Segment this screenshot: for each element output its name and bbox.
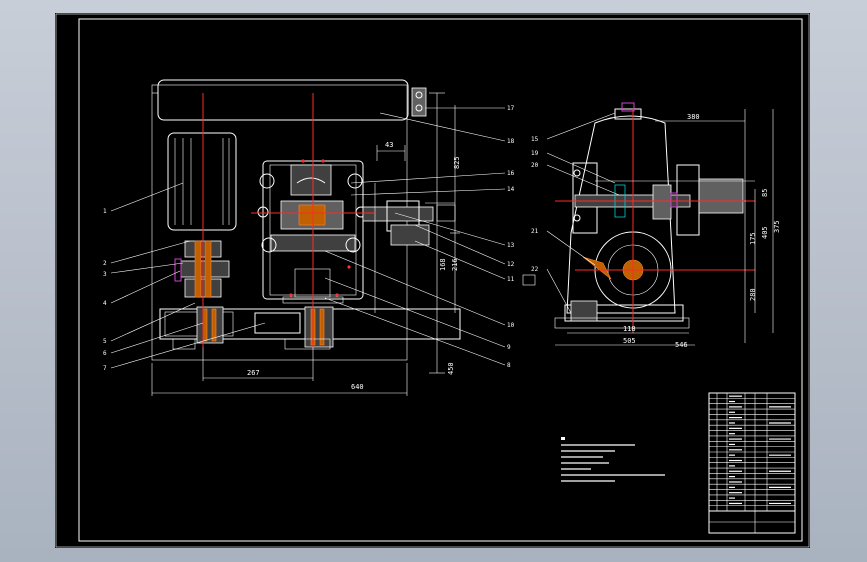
dim-267: 267 <box>247 369 260 377</box>
callout-6: 6 <box>103 350 107 357</box>
dim-450: 450 <box>447 362 455 375</box>
callout-18: 18 <box>507 138 515 145</box>
callout-7: 7 <box>103 365 107 372</box>
dim-280: 280 <box>749 288 757 301</box>
dim-546: 546 <box>675 341 688 349</box>
pulley-left <box>196 306 224 344</box>
callout-5: 5 <box>103 338 107 345</box>
side-housing <box>566 115 676 314</box>
callout-1: 1 <box>103 208 107 215</box>
motor-body <box>167 132 237 231</box>
front-view <box>151 79 461 396</box>
pulley-right <box>304 306 334 348</box>
dim-216: 216 <box>451 258 459 271</box>
leaders-left <box>110 182 266 369</box>
dim-43: 43 <box>385 141 393 149</box>
callout-10: 10 <box>507 322 515 329</box>
dim-640: 640 <box>351 383 364 391</box>
dim-375: 375 <box>773 220 781 233</box>
leaders-side <box>522 112 620 314</box>
parts-list-rows <box>709 395 795 506</box>
callout-19: 19 <box>531 150 539 157</box>
callout-16: 16 <box>507 170 515 177</box>
callout-3: 3 <box>103 271 107 278</box>
callout-11: 11 <box>507 276 515 283</box>
callout-21: 21 <box>531 228 539 235</box>
side-motor-stub <box>698 178 744 214</box>
dim-505: 505 <box>623 337 636 345</box>
technical-notes <box>561 437 665 482</box>
dim-405: 405 <box>761 226 769 239</box>
callout-14: 14 <box>507 186 515 193</box>
callout-17: 17 <box>507 105 515 112</box>
leaders-right <box>324 107 506 366</box>
dim-175: 175 <box>749 232 757 245</box>
inner-frame <box>78 18 803 542</box>
drawing-sheet[interactable]: 1 2 3 4 5 6 7 17 18 16 14 13 12 11 10 9 … <box>55 13 810 548</box>
callout-4: 4 <box>103 300 107 307</box>
callout-2: 2 <box>103 260 107 267</box>
dim-825: 825 <box>453 156 461 169</box>
dim-168: 168 <box>439 258 447 271</box>
callout-13: 13 <box>507 242 515 249</box>
dim-380: 380 <box>687 113 700 121</box>
callout-labels: 1 2 3 4 5 6 7 17 18 16 14 13 12 11 10 9 … <box>103 105 539 372</box>
outer-frame <box>55 13 810 548</box>
worm-wheel-top <box>290 164 332 196</box>
callout-22: 22 <box>531 266 539 273</box>
callout-8: 8 <box>507 362 511 369</box>
callout-15: 15 <box>531 136 539 143</box>
side-base <box>564 304 684 322</box>
callout-20: 20 <box>531 162 539 169</box>
callout-12: 12 <box>507 261 515 268</box>
dimension-labels: 43 267 640 825 168 216 450 380 405 118 5… <box>247 113 781 391</box>
dim-85: 85 <box>761 189 769 197</box>
dim-118: 118 <box>623 325 636 333</box>
assembly-drawing: 1 2 3 4 5 6 7 17 18 16 14 13 12 11 10 9 … <box>55 13 810 548</box>
side-view <box>554 102 774 346</box>
callout-9: 9 <box>507 344 511 351</box>
roller-drum <box>157 79 409 121</box>
